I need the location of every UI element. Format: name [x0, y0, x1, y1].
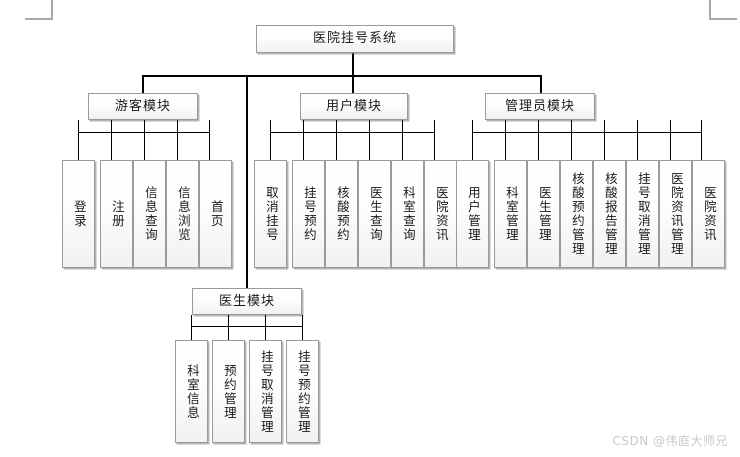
connector-to-admin: [540, 75, 542, 94]
connector-level1-bus: [142, 75, 541, 77]
node-leaf-user-0[interactable]: 取消挂号: [254, 160, 287, 268]
node-leaf-admin-7[interactable]: 医院资讯: [692, 160, 725, 268]
connector-guest-drop-3: [144, 120, 145, 160]
connector-user-drop-3: [336, 120, 337, 160]
connector-doctor-drop-0: [191, 315, 192, 340]
node-leaf-admin-4[interactable]: 核酸报告管理: [593, 160, 626, 268]
node-leaf-guest-4[interactable]: 首页: [199, 160, 232, 268]
connector-admin-left-riser: [472, 120, 473, 160]
connector-admin-drop-3: [538, 120, 539, 160]
connector-admin-drop-5: [604, 120, 605, 160]
node-module-doctor[interactable]: 医生模块: [192, 288, 302, 315]
connector-admin-drop-2: [505, 120, 506, 160]
connector-doctor-drop-2: [265, 315, 266, 340]
node-leaf-admin-3[interactable]: 核酸预约管理: [560, 160, 593, 268]
node-leaf-user-4[interactable]: 科室查询: [391, 160, 424, 268]
node-leaf-admin-2[interactable]: 医生管理: [527, 160, 560, 268]
connector-guest-drop-2: [111, 120, 112, 160]
connector-doctor-drop-3: [302, 315, 303, 340]
node-leaf-guest-3[interactable]: 信息浏览: [166, 160, 199, 268]
connector-user-right-riser: [434, 120, 435, 160]
connector-doctor-bus: [191, 326, 303, 327]
connector-admin-bus: [472, 132, 702, 133]
node-leaf-admin-1[interactable]: 科室管理: [494, 160, 527, 268]
connector-user-left-riser: [270, 120, 271, 160]
connector-user-bus: [270, 132, 435, 133]
node-module-guest[interactable]: 游客模块: [88, 93, 198, 120]
node-leaf-admin-6[interactable]: 医院资讯管理: [659, 160, 692, 268]
node-leaf-user-1[interactable]: 挂号预约: [292, 160, 325, 268]
node-leaf-user-2[interactable]: 核酸预约: [325, 160, 358, 268]
crop-mark-top-right: [709, 0, 737, 20]
connector-admin-drop-4: [571, 120, 572, 160]
connector-user-drop-2: [303, 120, 304, 160]
connector-guest-drop-4: [177, 120, 178, 160]
node-leaf-doctor-3[interactable]: 挂号预约管理: [286, 340, 319, 443]
node-leaf-admin-0[interactable]: 用户管理: [456, 160, 489, 268]
connector-guest-right-riser: [209, 120, 210, 160]
connector-user-drop-4: [369, 120, 370, 160]
node-root[interactable]: 医院挂号系统: [256, 25, 454, 53]
node-leaf-user-3[interactable]: 医生查询: [358, 160, 391, 268]
node-leaf-admin-5[interactable]: 挂号取消管理: [626, 160, 659, 268]
connector-root-down: [352, 52, 354, 76]
node-leaf-user-5[interactable]: 医院资讯: [424, 160, 457, 268]
node-module-admin[interactable]: 管理员模块: [485, 93, 595, 120]
node-leaf-guest-2[interactable]: 信息查询: [133, 160, 166, 268]
connector-user-drop-5: [402, 120, 403, 160]
connector-admin-drop-7: [670, 120, 671, 160]
connector-to-guest: [142, 75, 144, 94]
node-leaf-doctor-2[interactable]: 挂号取消管理: [249, 340, 282, 443]
connector-to-user: [352, 75, 354, 94]
connector-doctor-drop-1: [228, 315, 229, 340]
connector-guest-left-riser: [78, 120, 79, 160]
connector-admin-right-riser: [701, 120, 702, 160]
node-leaf-guest-0[interactable]: 登录: [62, 160, 95, 268]
node-leaf-guest-1[interactable]: 注册: [100, 160, 133, 268]
connector-admin-drop-6: [637, 120, 638, 160]
connector-to-doctor: [246, 75, 248, 290]
node-leaf-doctor-1[interactable]: 预约管理: [212, 340, 245, 443]
node-module-user[interactable]: 用户模块: [300, 93, 408, 120]
crop-mark-top-left: [25, 0, 53, 20]
csdn-watermark: CSDN @伟庭大师兄: [612, 434, 728, 448]
node-leaf-doctor-0[interactable]: 科室信息: [175, 340, 208, 443]
